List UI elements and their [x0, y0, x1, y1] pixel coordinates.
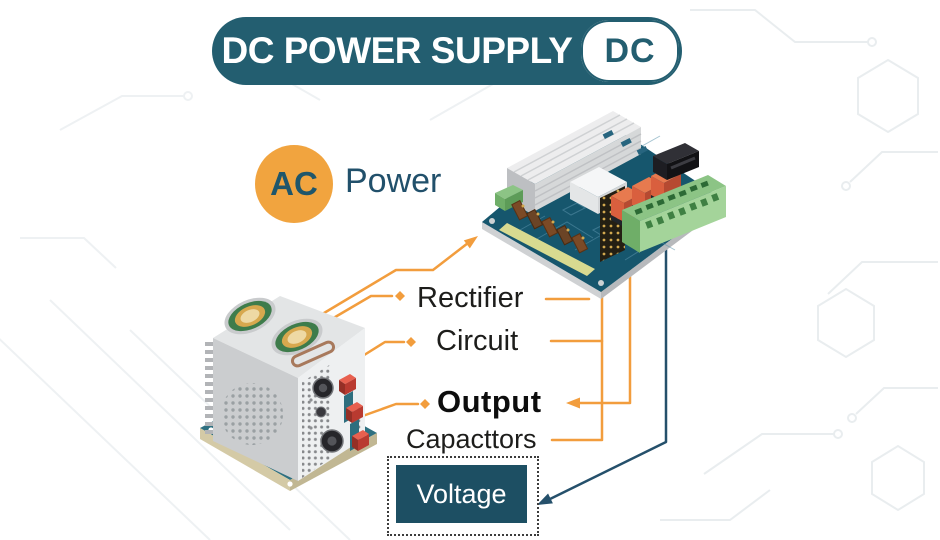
arrowhead-to-voltage [537, 493, 553, 505]
ac-circle-icon: AC [255, 145, 333, 223]
arrowhead-to-output [566, 397, 580, 409]
dc-badge-label: DC [604, 31, 656, 70]
arrowhead-to-pcb [463, 236, 478, 249]
label-output: Output [437, 384, 542, 419]
psu-capacitor-2 [271, 318, 323, 356]
diamond-rectifier [395, 291, 405, 301]
voltage-box: Voltage [396, 465, 527, 523]
label-rectifier: Rectifier [417, 282, 524, 314]
label-capacitors: Capacttors [406, 424, 537, 454]
voltage-label: Voltage [416, 478, 507, 509]
psu-red-switches [339, 374, 369, 451]
diamond-circuit [406, 337, 416, 347]
psu-capacitor-1 [224, 297, 276, 335]
power-supply-unit-illustration [200, 296, 377, 491]
ac-circle-label: AC [270, 165, 318, 202]
label-circuit: Circuit [436, 325, 519, 357]
pcb-inductor-row [511, 199, 589, 254]
circuit-board-illustration [482, 111, 726, 299]
diamond-output [420, 399, 430, 409]
dc-badge: DC [581, 20, 679, 82]
title-banner: DC POWER SUPPLY DC [212, 17, 682, 85]
voltage-dotted-outline [387, 456, 539, 536]
page-title: DC POWER SUPPLY [221, 30, 573, 71]
power-label: Power [345, 162, 442, 200]
